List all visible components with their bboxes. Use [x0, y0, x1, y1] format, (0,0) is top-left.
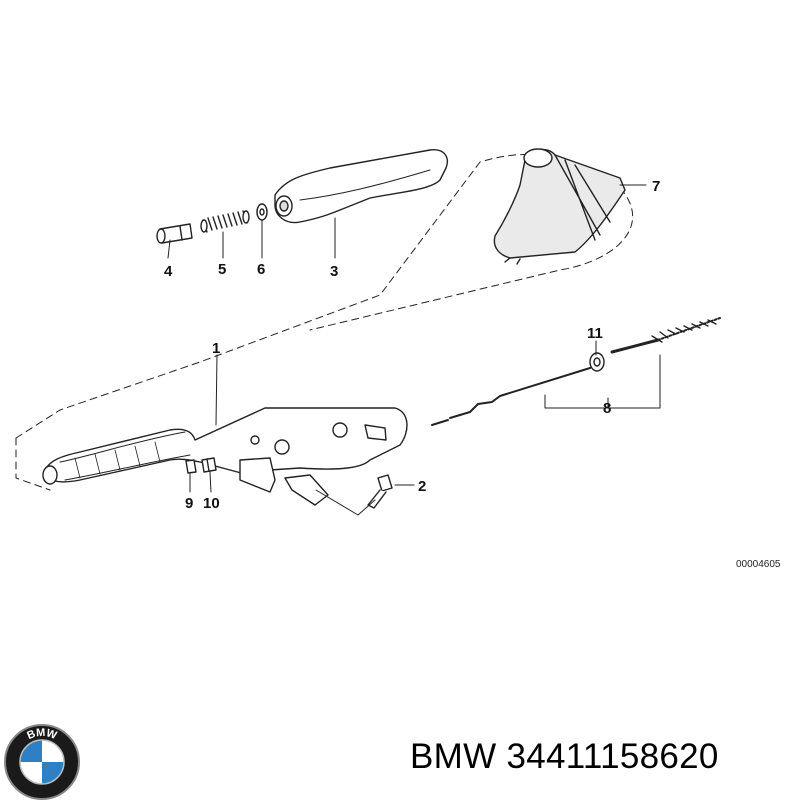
- callout-5: 5: [218, 261, 226, 278]
- part-7-boot: [493, 148, 626, 265]
- callout-8: 8: [603, 400, 611, 417]
- part-2-bolt: [367, 474, 393, 509]
- part-10-bushing: [201, 457, 217, 473]
- part-4-pin: [156, 223, 193, 244]
- drawing-number: 00004605: [736, 559, 781, 570]
- part-1-lever: [42, 407, 408, 506]
- logo-lettering: BMW: [25, 727, 58, 742]
- callout-2: 2: [418, 478, 426, 495]
- part-9-nut: [185, 459, 197, 474]
- callout-6: 6: [257, 261, 265, 278]
- callout-9: 9: [185, 495, 193, 512]
- part-number: 34411158620: [506, 737, 719, 776]
- callout-7: 7: [652, 178, 660, 195]
- svg-text:BMW: BMW: [25, 727, 58, 742]
- callout-3: 3: [330, 263, 338, 280]
- callout-1: 1: [212, 340, 220, 357]
- part-3-hand-grip: [274, 149, 448, 224]
- callout-11: 11: [587, 325, 603, 342]
- part-6-washer: [256, 203, 268, 221]
- brand-name: BMW: [410, 737, 497, 776]
- bmw-logo: BMW: [4, 724, 80, 800]
- assembly-dashed-outline: [15, 153, 633, 439]
- callout-10: 10: [203, 495, 220, 512]
- callout-4: 4: [164, 263, 173, 280]
- leader-lines: [167, 184, 661, 516]
- assembly-dashed-left: [15, 437, 51, 491]
- part-caption: BMW 34411158620: [410, 737, 719, 777]
- part-5-spring: [200, 210, 250, 233]
- part-11-sleeve: [589, 352, 605, 372]
- part-8-cable: [431, 317, 721, 426]
